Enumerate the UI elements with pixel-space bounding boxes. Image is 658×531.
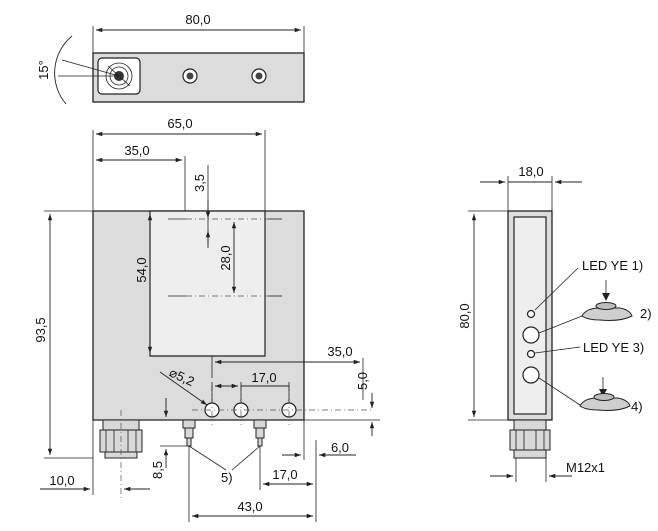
front-width-label: 65,0 (167, 116, 192, 131)
offset-label: 35,0 (124, 143, 149, 158)
edge-label: 6,0 (331, 440, 349, 455)
led-label-3: LED YE 3) (583, 340, 644, 355)
side-connector (509, 419, 551, 459)
gap-label: 3,5 (192, 174, 207, 192)
top-screw-left (182, 68, 198, 84)
front-boss-right (253, 419, 267, 447)
led-ye-1 (526, 309, 536, 319)
front-connector (99, 410, 143, 498)
button-label-2: 2) (640, 306, 652, 321)
angle-label: 15° (36, 60, 51, 80)
thread-label: M12x1 (566, 460, 605, 475)
top-width-label: 80,0 (185, 12, 210, 27)
top-connector (97, 57, 141, 95)
press-button-icon-4 (579, 377, 631, 411)
side-view: 18,0 80,0 LED YE 1) LED YE 3) 2) (457, 164, 652, 482)
top-view: 80,0 15° (36, 12, 305, 105)
slot-height-label: 54,0 (134, 257, 149, 282)
button-2[interactable] (522, 326, 540, 344)
connector-height-label: 8,5 (150, 461, 165, 479)
side-height-label: 80,0 (457, 303, 472, 328)
height-label: 93,5 (33, 317, 48, 342)
hole-height-label: 5,0 (355, 372, 370, 390)
right-offset-label: 35,0 (327, 344, 352, 359)
button-label-4: 4) (631, 399, 643, 414)
press-button-icon-2 (581, 280, 633, 321)
top-screw-right (251, 68, 267, 84)
led-label-1: LED YE 1) (582, 258, 643, 273)
bottom-spacing-label: 17,0 (272, 467, 297, 482)
left-offset-label: 10,0 (49, 473, 74, 488)
side-width-label: 18,0 (518, 164, 543, 179)
front-boss-left (182, 419, 196, 447)
overall-bottom-label: 43,0 (237, 499, 262, 514)
led-ye-3 (526, 349, 536, 359)
hole-spacing-label: 17,0 (251, 370, 276, 385)
note-label: 5) (221, 470, 233, 485)
mark-spacing-label: 28,0 (218, 245, 233, 270)
button-4[interactable] (522, 366, 540, 384)
front-view: 65,0 35,0 3,5 54,0 28,0 93,5 (33, 116, 380, 522)
front-slot (149, 210, 266, 357)
